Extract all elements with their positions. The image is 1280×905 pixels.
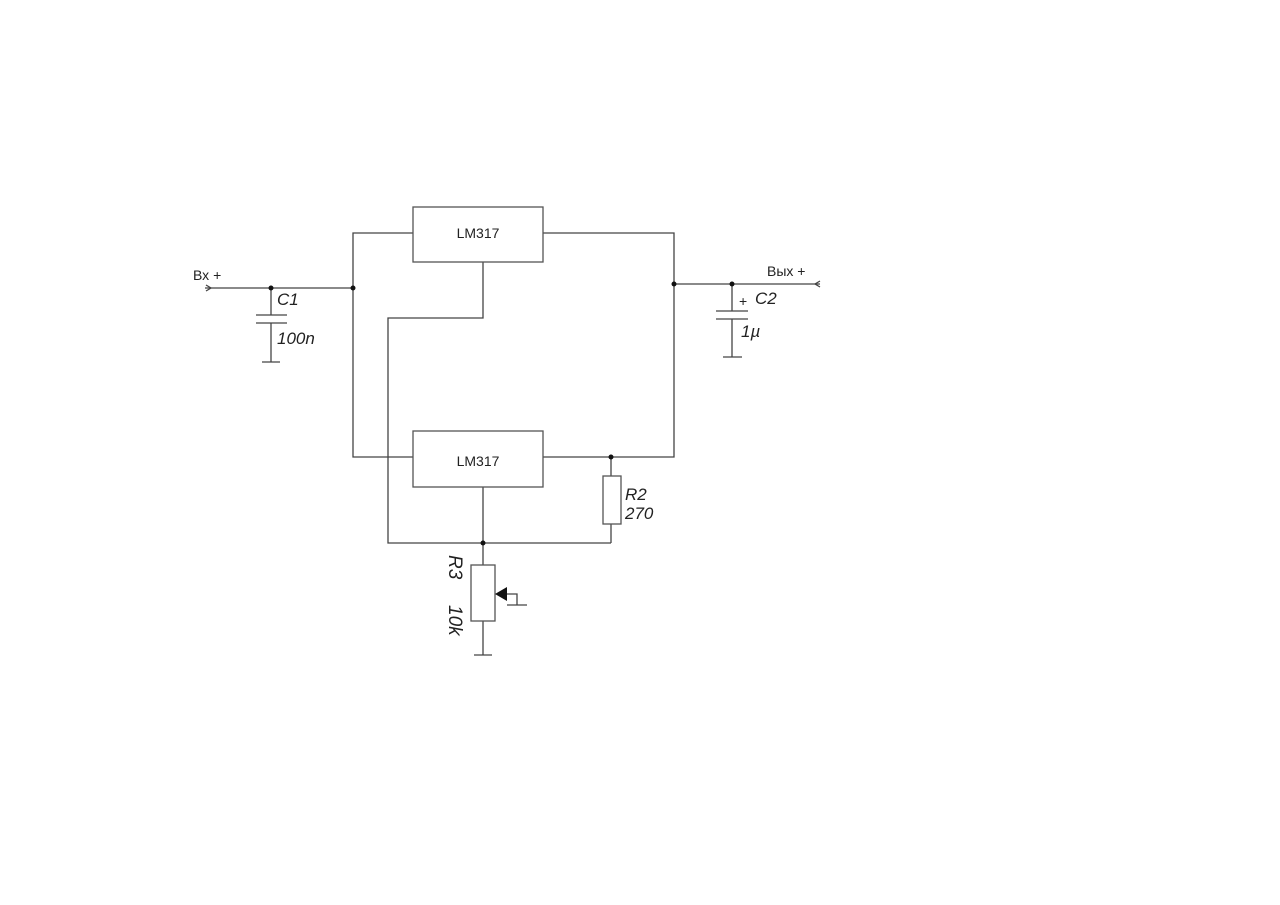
regulator-bottom-label: LM317 — [457, 453, 500, 469]
r2-ref: R2 — [625, 485, 647, 504]
resistor-r2 — [602, 475, 622, 525]
capacitor-c1 — [256, 288, 287, 363]
r3-value: 10k — [444, 605, 465, 637]
regulator-top — [412, 206, 544, 263]
junction-dots — [268, 281, 735, 546]
c2-polarity: + — [739, 293, 747, 309]
c1-value: 100n — [277, 329, 315, 348]
c1-ref: C1 — [277, 290, 299, 309]
c2-value: 1µ — [741, 322, 760, 341]
wiper-arrow-icon — [495, 587, 507, 601]
capacitor-c2 — [716, 284, 748, 358]
r3-ref: R3 — [444, 555, 465, 580]
output-label: Вых + — [767, 263, 805, 279]
c2-ref: C2 — [755, 289, 777, 308]
r2-value: 270 — [624, 504, 654, 523]
regulator-bottom — [412, 430, 544, 488]
potentiometer-r3 — [470, 564, 527, 656]
input-label: Вх + — [193, 267, 221, 283]
regulator-top-label: LM317 — [457, 225, 500, 241]
